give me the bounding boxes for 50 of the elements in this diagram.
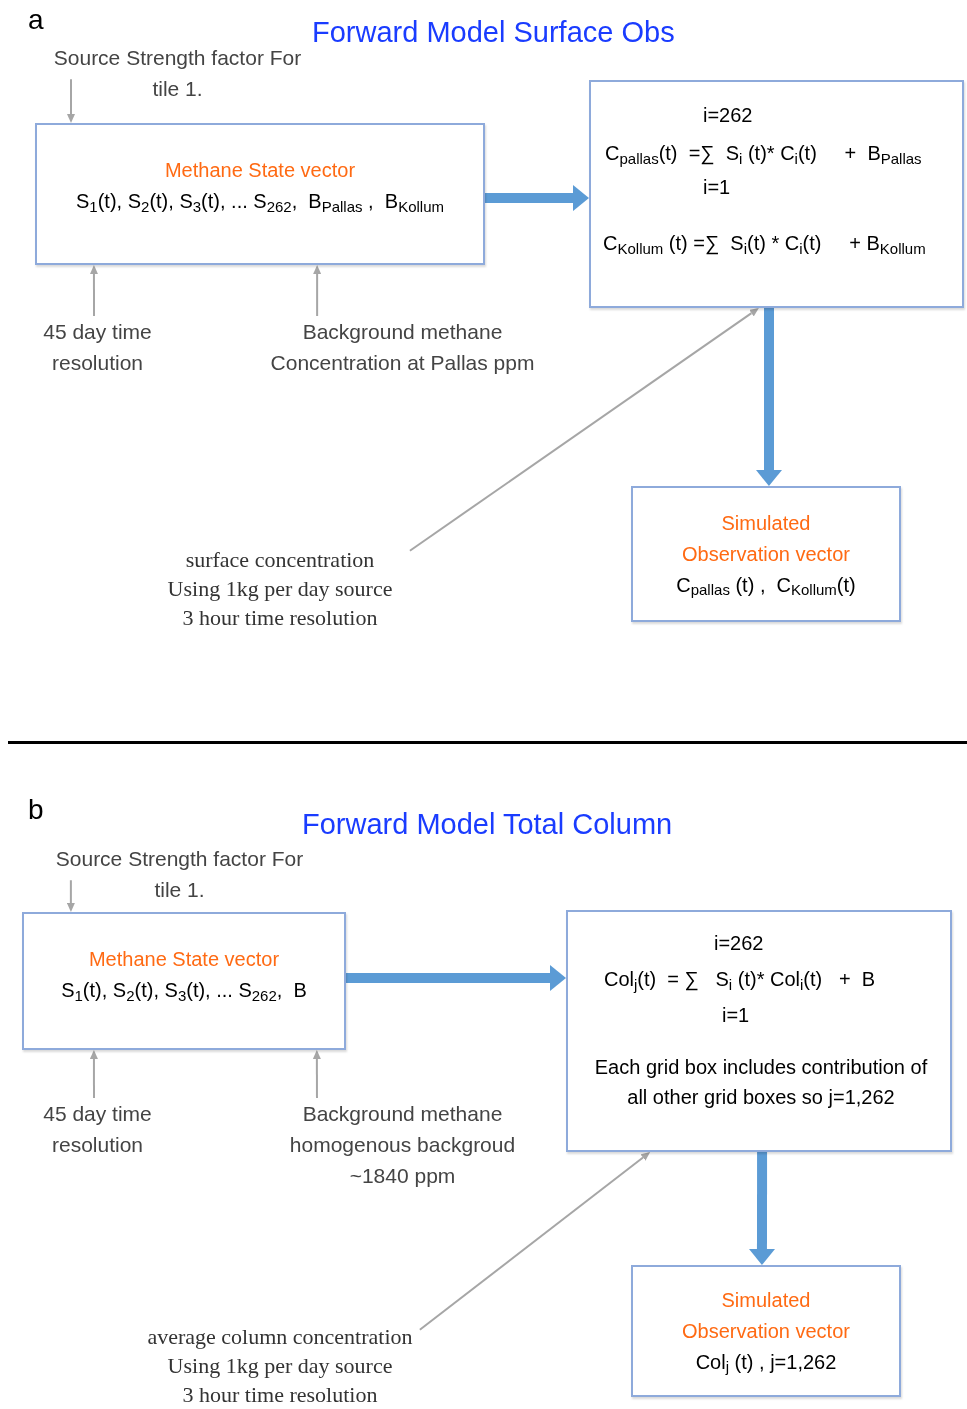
arrow xyxy=(313,265,322,317)
annotation-text: Source Strength factor For tile 1. xyxy=(45,42,310,104)
equation-box xyxy=(589,80,964,308)
annotation-text: 3 hour time resolution xyxy=(182,604,378,632)
arrow xyxy=(418,1152,651,1331)
state-vector-box xyxy=(35,123,485,265)
annotation-text: Using 1kg per day source xyxy=(167,575,393,603)
panel-title: Forward Model Surface Obs xyxy=(312,18,675,47)
formula-text: C$_{pallas}$(t) =∑ S$_{i}$ (t)* C$_{i}$(t) + B$_{Pallas}$ xyxy=(605,141,922,168)
formula-text: i=262 xyxy=(703,103,753,128)
panel-title: Forward Model Total Column xyxy=(302,810,673,839)
annotation-text: Using 1kg per day source xyxy=(167,1352,393,1380)
block-arrow xyxy=(485,185,589,212)
formula-text: i=262 xyxy=(714,931,764,956)
formula-text: Col$_{j}$(t) = ∑ S$_{i}$ (t)* Col$_{i}$(t) + B xyxy=(604,967,876,994)
annotation-text: Background methane Concentration at Pallas ppm xyxy=(250,316,555,380)
formula-text: i=1 xyxy=(722,1003,750,1028)
formula-text: S$_{1}$(t), S$_{2}$(t), S$_{3}$(t), ... S$_{262}$, B$_{Pallas}$ , B$_{Kollum}$ xyxy=(76,189,444,217)
panel-letter: b xyxy=(28,796,44,824)
equation-box xyxy=(566,910,952,1152)
block-arrow xyxy=(346,965,566,991)
formula-text: S$_{1}$(t), S$_{2}$(t), S$_{3}$(t), ... S$_{262}$, B xyxy=(61,978,307,1006)
arrow xyxy=(89,265,98,317)
annotation-text: 45 day time resolution xyxy=(30,316,165,380)
annotation-text: 45 day time resolution xyxy=(30,1098,165,1162)
annotation-text: surface concentration xyxy=(185,546,375,574)
box-heading: Methane State vector xyxy=(164,158,356,183)
arrow xyxy=(89,1050,98,1099)
block-arrow xyxy=(755,308,782,486)
arrow xyxy=(408,308,759,552)
panel-letter: a xyxy=(28,6,44,34)
formula-text: Col$_{j}$ (t) , j=1,262 xyxy=(695,1349,837,1378)
annotation-text: average column concentration xyxy=(147,1323,413,1351)
description-text: Each grid box includes contribution of all other grid boxes so j=1,262 xyxy=(593,1055,929,1110)
annotation-text: Background methane homogenous backgroud ~1840 ppm xyxy=(265,1098,540,1192)
box-heading: Simulated Observation vector xyxy=(681,510,851,567)
observation-vector-box xyxy=(631,1265,901,1397)
formula-text: i=1 xyxy=(703,175,731,200)
formula-text: C$_{pallas}$ (t) , C$_{Kollum}$(t) xyxy=(676,572,856,601)
box-heading: Simulated Observation vector xyxy=(681,1287,851,1344)
arrow xyxy=(67,78,75,123)
state-vector-box xyxy=(22,912,346,1050)
formula-text: C$_{Kollum}$ (t) =∑ S$_{i}$(t) * C$_{i}$(t) + B$_{Kollum}$ xyxy=(603,231,926,258)
annotation-text: 3 hour time resolution xyxy=(182,1381,378,1409)
box-heading: Methane State vector xyxy=(88,947,280,972)
arrow xyxy=(66,879,75,912)
arrow xyxy=(312,1050,321,1099)
observation-vector-box xyxy=(631,486,901,622)
annotation-text: Source Strength factor For tile 1. xyxy=(47,843,312,905)
block-arrow xyxy=(748,1152,775,1265)
